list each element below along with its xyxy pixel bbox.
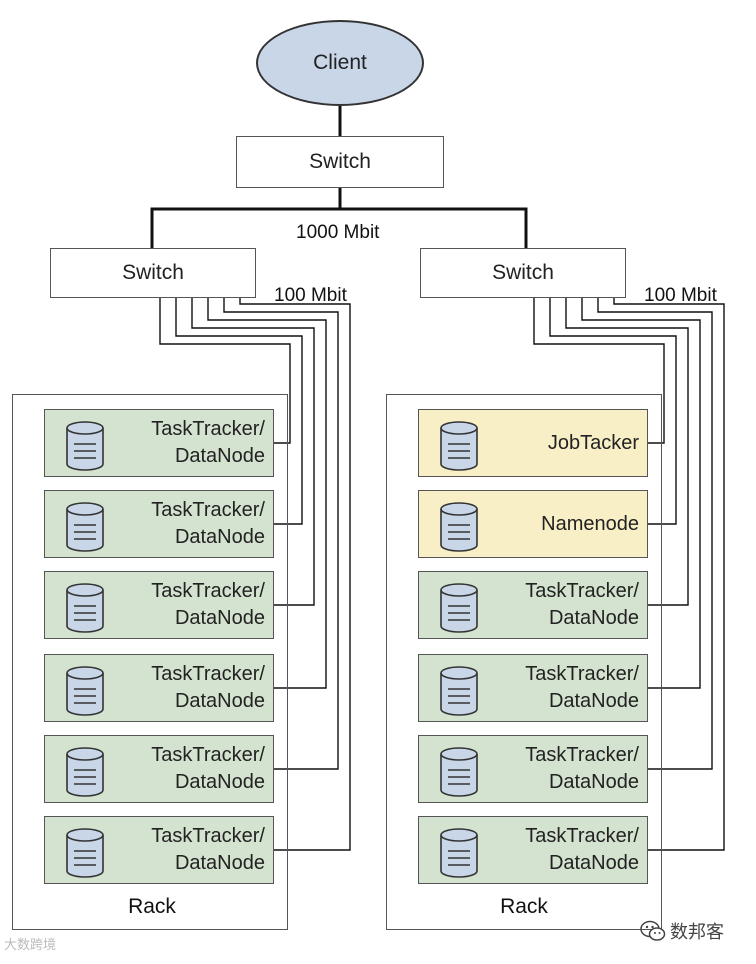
node-label: Namenode [541, 491, 639, 557]
worker-node: TaskTracker/DataNode [44, 816, 274, 884]
database-icon [66, 502, 104, 552]
core-switch: Switch [236, 136, 444, 188]
node-label: TaskTracker/DataNode [151, 817, 265, 883]
rack-2-label: Rack [500, 895, 548, 918]
node-label-line-2: DataNode [174, 526, 265, 548]
node-label: TaskTracker/DataNode [525, 817, 639, 883]
worker-node: TaskTracker/DataNode [418, 654, 648, 722]
worker-node: TaskTracker/DataNode [44, 409, 274, 477]
rack-2 [386, 394, 662, 930]
node-label-line-1: TaskTracker/ [151, 580, 265, 602]
rack-1-node-wire [191, 298, 315, 606]
rack-2-node-wire [581, 298, 701, 689]
rack-1 [12, 394, 288, 930]
rack-1-switch: Switch [50, 248, 256, 298]
rack-2-switch: Switch [420, 248, 626, 298]
worker-node: TaskTracker/DataNode [44, 490, 274, 558]
core-speed-label: 1000 Mbit [296, 222, 380, 243]
worker-node: TaskTracker/DataNode [44, 735, 274, 803]
node-label-line-1: JobTacker [547, 431, 639, 454]
node-label-line-2: DataNode [174, 852, 265, 874]
worker-node: TaskTracker/DataNode [418, 571, 648, 639]
database-icon [440, 583, 478, 633]
rack-1-node-wire [239, 298, 351, 851]
node-label: TaskTracker/DataNode [525, 655, 639, 721]
node-label-line-1: TaskTracker/ [525, 580, 639, 602]
database-icon [440, 502, 478, 552]
node-label-line-1: TaskTracker/ [525, 663, 639, 685]
database-icon [440, 828, 478, 878]
node-label: TaskTracker/DataNode [151, 655, 265, 721]
database-icon [440, 747, 478, 797]
worker-node: TaskTracker/DataNode [44, 571, 274, 639]
node-label-line-2: DataNode [174, 690, 265, 712]
rack-1-node-wire [207, 298, 327, 689]
worker-node: TaskTracker/DataNode [418, 735, 648, 803]
rack-1-label: Rack [128, 895, 176, 918]
rack-1-node-wire [175, 298, 303, 525]
database-icon [66, 583, 104, 633]
database-icon [66, 828, 104, 878]
database-icon [440, 666, 478, 716]
node-label: TaskTracker/DataNode [151, 736, 265, 802]
master-node: JobTacker [418, 409, 648, 477]
database-icon [66, 747, 104, 797]
node-label: TaskTracker/DataNode [151, 410, 265, 476]
node-label-line-1: TaskTracker/ [151, 499, 265, 521]
node-label: TaskTracker/DataNode [525, 572, 639, 638]
rack-1-node-wire [223, 298, 339, 770]
rack-2-speed-label: 100 Mbit [644, 285, 717, 306]
database-icon [440, 421, 478, 471]
node-label-line-2: DataNode [174, 771, 265, 793]
database-icon [66, 421, 104, 471]
node-label-line-1: TaskTracker/ [525, 825, 639, 847]
core-to-rack-1-wire [150, 188, 342, 248]
watermark-right-text: 数邦客 [670, 922, 724, 942]
node-label-line-2: DataNode [174, 445, 265, 467]
wechat-icon [640, 920, 666, 941]
rack-1-speed-label: 100 Mbit [274, 285, 347, 306]
rack-2-node-wire [549, 298, 677, 525]
node-label-line-2: DataNode [548, 771, 639, 793]
node-label: TaskTracker/DataNode [525, 736, 639, 802]
node-label: JobTacker [548, 410, 639, 476]
node-label-line-1: TaskTracker/ [151, 418, 265, 440]
node-label-line-2: DataNode [174, 607, 265, 629]
master-node: Namenode [418, 490, 648, 558]
rack-1-node-wire [159, 298, 291, 444]
rack-2-node-wire [597, 298, 713, 770]
node-label-line-1: TaskTracker/ [151, 825, 265, 847]
rack-2-node-wire [565, 298, 689, 606]
node-label-line-1: Namenode [541, 512, 639, 535]
node-label-line-2: DataNode [548, 852, 639, 874]
rack-2-switch-label: Switch [492, 261, 554, 284]
watermark-left: 大数跨境 [4, 934, 56, 953]
node-label: TaskTracker/DataNode [151, 572, 265, 638]
client-label: Client [313, 51, 367, 74]
node-label-line-2: DataNode [548, 690, 639, 712]
rack-2-node-wire [613, 298, 725, 851]
worker-node: TaskTracker/DataNode [418, 816, 648, 884]
node-label-line-2: DataNode [548, 607, 639, 629]
rack-1-switch-label: Switch [122, 261, 184, 284]
core-switch-label: Switch [309, 150, 371, 173]
node-label-line-1: TaskTracker/ [151, 744, 265, 766]
database-icon [66, 666, 104, 716]
client-node: Client [256, 20, 424, 106]
node-label-line-1: TaskTracker/ [151, 663, 265, 685]
rack-2-node-wire [533, 298, 665, 444]
watermark-left-text: 大数跨境 [4, 937, 57, 952]
worker-node: TaskTracker/DataNode [44, 654, 274, 722]
node-label-line-1: TaskTracker/ [525, 744, 639, 766]
node-label: TaskTracker/DataNode [151, 491, 265, 557]
watermark-right: 数邦客 [640, 918, 724, 944]
core-to-rack-2-wire [340, 207, 528, 248]
